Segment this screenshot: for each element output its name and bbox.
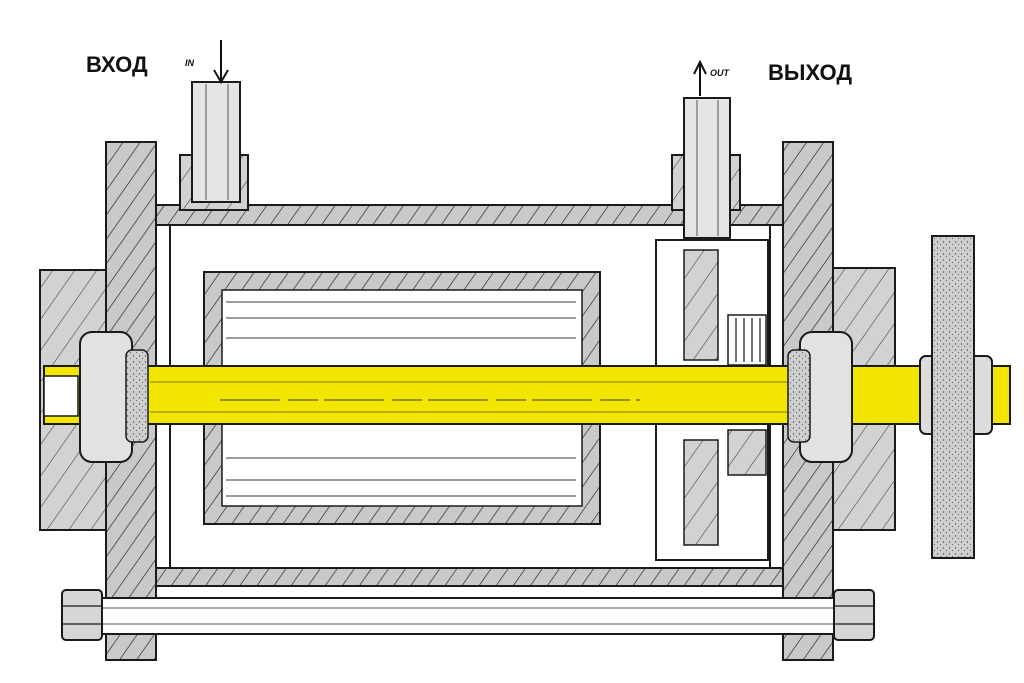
left-nut: [61, 589, 103, 641]
inlet-arrow: [213, 40, 229, 84]
rotor-lines: [226, 301, 576, 497]
outlet-label: ВЫХОД: [768, 60, 852, 85]
left-bearing-race: [125, 349, 149, 443]
outlet-tag-label: OUT: [710, 68, 731, 78]
housing-bottom-wall: [155, 567, 784, 587]
tie-rod: [91, 597, 863, 635]
valve-plate-upper: [683, 249, 719, 361]
outlet-arrow: [693, 59, 707, 96]
outlet-pipe: [683, 97, 731, 239]
gear-teeth-lines: [735, 318, 761, 362]
shaft: [43, 365, 1011, 425]
inlet-tag-label: IN: [185, 58, 195, 68]
gear-lower: [727, 429, 767, 476]
left-shaft-end: [43, 375, 79, 417]
right-bearing-race: [787, 349, 811, 443]
valve-plate-lower: [683, 439, 719, 546]
inlet-label: ВХОД: [86, 52, 148, 77]
inlet-pipe: [191, 81, 241, 203]
right-nut: [833, 589, 875, 641]
pulley-wheel: [931, 235, 975, 559]
left-bearing: [79, 331, 133, 463]
